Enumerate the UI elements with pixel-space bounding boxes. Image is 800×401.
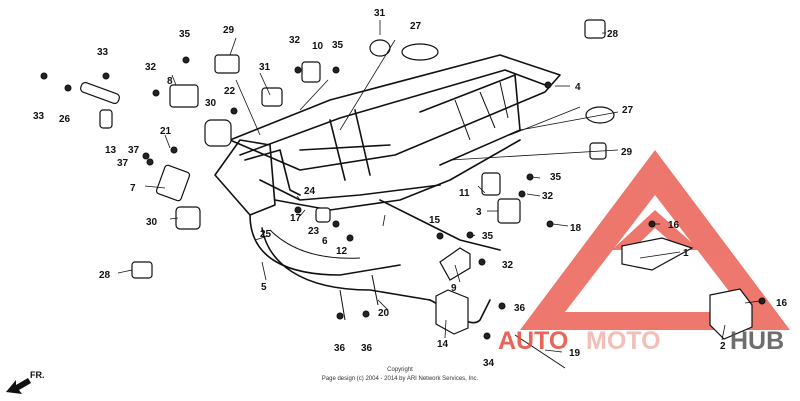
callout-22: 22: [224, 86, 236, 97]
callout-33-left: 33: [33, 111, 45, 122]
callout-31-top: 31: [374, 8, 386, 19]
callout-33-top: 33: [97, 47, 109, 58]
main-frame: [214, 54, 561, 335]
callout-labels: 1 2 3 4 5 6 7 8 9 10 11 12 13 14 15 16 1…: [33, 8, 788, 369]
callout-18: 18: [570, 223, 582, 234]
bolts: [40, 56, 766, 340]
callout-35-d: 35: [482, 231, 494, 242]
callout-4: 4: [575, 82, 581, 93]
callout-14: 14: [437, 339, 449, 350]
leader-lines: [117, 20, 761, 353]
callout-29-right: 29: [621, 147, 633, 158]
callout-25: 25: [260, 229, 272, 240]
callout-30-left: 30: [146, 217, 158, 228]
callout-34: 34: [483, 358, 495, 369]
callout-32-top: 32: [289, 35, 301, 46]
callout-37-a: 37: [128, 145, 140, 156]
callout-20: 20: [378, 308, 390, 319]
callout-21: 21: [160, 126, 172, 137]
copyright-title: Copyright: [387, 367, 413, 373]
callout-36-b: 36: [361, 343, 373, 354]
watermark-text-auto: AUTO: [498, 327, 568, 355]
callout-23: 23: [308, 226, 320, 237]
callout-27-right: 27: [622, 105, 634, 116]
callout-32-right: 32: [542, 191, 554, 202]
small-parts: [80, 19, 753, 369]
callout-10: 10: [312, 41, 324, 52]
callout-16-bottom: 16: [776, 298, 788, 309]
watermark-text-hub: HUB: [730, 327, 784, 355]
callout-16-top: 16: [668, 220, 680, 231]
callout-1: 1: [683, 248, 689, 259]
callout-19: 19: [569, 348, 581, 359]
callout-3: 3: [476, 207, 482, 218]
callout-37-b: 37: [117, 158, 129, 169]
callout-7: 7: [130, 183, 136, 194]
callout-35-a: 35: [179, 29, 191, 40]
callout-5: 5: [261, 282, 267, 293]
callout-36-c: 36: [514, 303, 526, 314]
callout-24: 24: [304, 186, 316, 197]
callout-30-top: 30: [205, 98, 217, 109]
callout-11: 11: [459, 188, 470, 199]
callout-32-left: 32: [145, 62, 157, 73]
callout-35-c: 35: [550, 172, 562, 183]
callout-12: 12: [336, 246, 348, 257]
callout-17: 17: [290, 213, 302, 224]
callout-35-b: 35: [332, 40, 344, 51]
watermark-text-moto: MOTO: [586, 327, 661, 355]
front-direction-indicator: FR.: [6, 370, 45, 394]
callout-15: 15: [429, 215, 441, 226]
callout-2: 2: [720, 341, 726, 352]
callout-9: 9: [451, 283, 457, 294]
callout-8: 8: [167, 76, 173, 87]
callout-36-a: 36: [334, 343, 346, 354]
callout-28-left: 28: [99, 270, 111, 281]
callout-31-mid: 31: [259, 62, 271, 73]
copyright-text: Page design (c) 2004 - 2014 by ARI Netwo…: [322, 376, 479, 382]
watermark-logo: [520, 150, 790, 330]
front-direction-label: FR.: [30, 370, 45, 380]
watermark-wordmark: AUTO MOTO HUB: [498, 327, 784, 355]
callout-13: 13: [105, 145, 117, 156]
callout-26: 26: [59, 114, 71, 125]
callout-28-top: 28: [607, 29, 619, 40]
callout-6: 6: [322, 236, 328, 247]
callout-29-top: 29: [223, 25, 235, 36]
callout-27-top: 27: [410, 21, 422, 32]
copyright-notice: Copyright Page design (c) 2004 - 2014 by…: [322, 367, 479, 382]
front-arrow-icon: [6, 378, 31, 394]
callout-32-lower: 32: [502, 260, 514, 271]
